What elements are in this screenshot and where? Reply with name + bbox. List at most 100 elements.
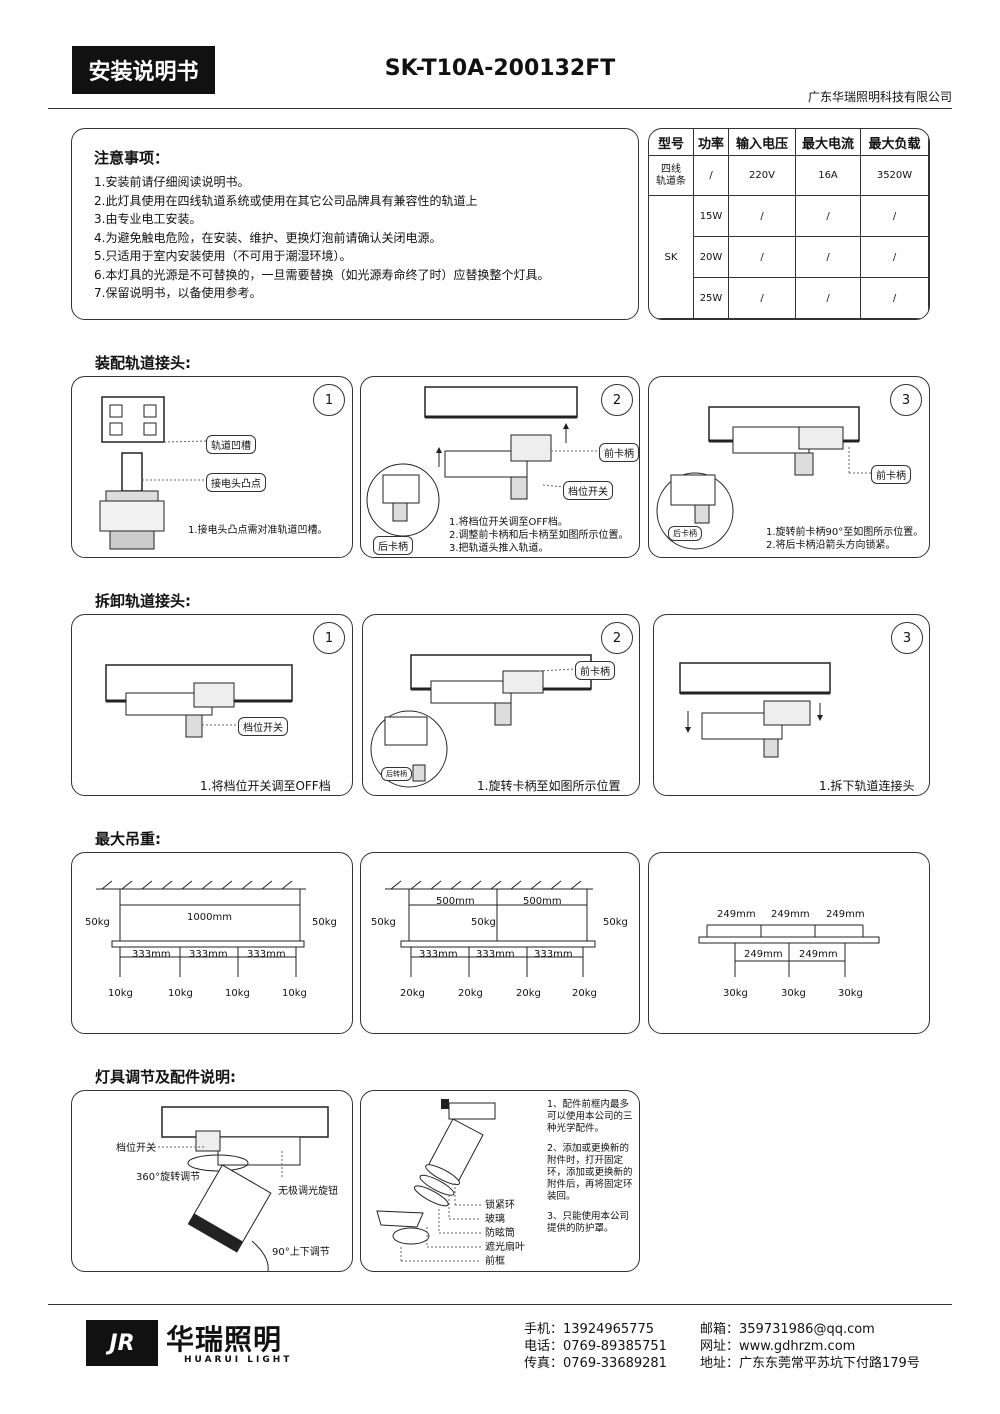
label-gear-switch: 档位开关 — [563, 481, 613, 500]
cell: / — [860, 236, 929, 278]
step-number: 2 — [601, 384, 633, 416]
removal-title: 拆卸轨道接头: — [95, 592, 191, 610]
load-diagram-1: 1000mm 50kg 50kg 333mm 333mm 333mm 10kg … — [71, 852, 353, 1034]
col-header: 功率 — [693, 129, 729, 156]
col-header: 最大负载 — [860, 129, 929, 156]
track-insertion-illustration — [366, 386, 599, 537]
removal-step-3: 3 1.拆下轨道连接头 — [653, 614, 930, 796]
step-number: 1 — [313, 622, 345, 654]
cell: / — [728, 236, 796, 278]
note-item: 5.只适用于室内安装使用（不可用于潮湿环境）。 — [94, 249, 352, 263]
street-address: 地址：广东东莞常平苏坑下付路179号 — [700, 1356, 920, 1371]
fax-number: 传真：0769-33689281 — [524, 1356, 667, 1371]
point-load-label: 30kg — [838, 988, 863, 999]
cell: / — [795, 195, 861, 237]
label-front-latch: 前卡柄 — [871, 465, 911, 484]
step-number: 1 — [313, 384, 345, 416]
spacing-label: 249mm — [826, 909, 865, 920]
cell: / — [860, 195, 929, 237]
part-label: 防眩筒 — [485, 1228, 515, 1239]
col-header: 型号 — [649, 129, 694, 156]
max-load-title: 最大吊重: — [95, 830, 161, 848]
spacing-label: 333mm — [419, 949, 458, 960]
latch-rotation-illustration — [656, 406, 871, 550]
cell: 20W — [693, 236, 729, 278]
load-diagram-drawing — [385, 880, 596, 977]
brand-logo-mark: JR — [86, 1320, 158, 1366]
load-diagram-drawing — [698, 924, 880, 977]
model-number: SK-T10A-200132FT — [384, 56, 616, 81]
connector-removal-illustration — [679, 662, 831, 758]
assembly-step-3: 3 前卡柄 后卡柄 1.旋转前卡柄90°至如图所示位置。 2.将后卡柄沿箭头方向… — [648, 376, 930, 558]
removal-step-2: 2 前卡柄 后转柄 1.旋转卡柄至如图所示位置 — [362, 614, 640, 796]
label-gear-switch: 档位开关 — [116, 1143, 156, 1154]
table-row: 四线 轨道条 / 220V 16A 3520W — [649, 155, 929, 196]
footer-divider — [48, 1304, 952, 1305]
part-label: 锁紧环 — [485, 1200, 515, 1211]
cell: SK — [649, 195, 694, 319]
point-load-label: 30kg — [781, 988, 806, 999]
span-label: 1000mm — [187, 912, 232, 923]
notes-title: 注意事项： — [94, 149, 170, 167]
label-front-latch: 前卡柄 — [575, 661, 615, 680]
company-name: 广东华瑞照明科技有限公司 — [807, 90, 952, 104]
spotlight-adjust-illustration — [154, 1106, 329, 1271]
cell: / — [693, 155, 729, 196]
cell: / — [860, 277, 929, 319]
note-item: 1.安装前请仔细阅读说明书。 — [94, 175, 250, 189]
notes-panel: 注意事项： 1.安装前请仔细阅读说明书。 2.此灯具使用在四线轨道系统或使用在其… — [71, 128, 639, 320]
label-contact-bump: 接电头凸点 — [206, 473, 266, 492]
point-load-label: 10kg — [282, 988, 307, 999]
step-number: 3 — [890, 384, 922, 416]
accessory-notes: 1、配件前框内最多可以使用本公司的三种光学配件。 2、添加或更换新的附件时，打开… — [547, 1099, 635, 1235]
step-caption: 1.旋转前卡柄90°至如图所示位置。 2.将后卡柄沿箭头方向锁紧。 — [766, 527, 924, 551]
span-label: 500mm — [523, 896, 562, 907]
website-url: 网址：www.gdhrzm.com — [700, 1339, 856, 1354]
cell: 16A — [795, 155, 861, 196]
spec-table: 型号 功率 输入电压 最大电流 最大负载 四线 轨道条 / 220V 16A 3… — [649, 129, 929, 319]
spacing-label: 249mm — [799, 949, 838, 960]
accessory-note: 3、只能使用本公司提供的防护罩。 — [547, 1211, 630, 1234]
accessories-panel: 锁紧环 玻璃 防眩筒 遮光扇叶 前框 1、配件前框内最多可以使用本公司的三种光学… — [360, 1090, 640, 1272]
manual-title: 安装说明书 — [72, 46, 215, 94]
table-row: 20W / / / — [649, 236, 929, 278]
cell: / — [795, 236, 861, 278]
assembly-step-1: 1 轨道凹槽 接电头凸点 1.接电头凸点需对准轨道凹槽。 — [71, 376, 353, 558]
cell: / — [728, 195, 796, 237]
label-dimmer-knob: 无极调光旋钮 — [278, 1186, 338, 1197]
assembly-title: 装配轨道接头: — [95, 354, 191, 372]
accessory-note: 2、添加或更换新的附件时，打开固定环，添加或更换新的附件后，再将固定环装回。 — [547, 1143, 633, 1202]
step-number: 2 — [601, 622, 633, 654]
point-load-label: 20kg — [572, 988, 597, 999]
spacing-label: 333mm — [534, 949, 573, 960]
cell: 25W — [693, 277, 729, 319]
cell: / — [795, 277, 861, 319]
mid-load-label: 50kg — [471, 917, 496, 928]
point-load-label: 20kg — [516, 988, 541, 999]
label-rear-latch: 后卡柄 — [668, 526, 702, 541]
track-connector-illustration — [99, 396, 208, 550]
step-caption: 1.拆下轨道连接头 — [819, 779, 915, 793]
step-caption: 1.将档位开关调至OFF档。 2.调整前卡柄和后卡柄至如图所示位置。 3.把轨道… — [449, 517, 629, 554]
brand-name-en: HUARUI LIGHT — [184, 1355, 293, 1365]
side-load-label: 50kg — [371, 917, 396, 928]
label-rear-latch: 后转柄 — [381, 767, 412, 781]
note-item: 6.本灯具的光源是不可替换的，一旦需要替换（如光源寿命终了时）应替换整个灯具。 — [94, 267, 550, 282]
table-row: SK 15W / / / — [649, 195, 929, 319]
span-label: 500mm — [436, 896, 475, 907]
note-item: 3.由专业电工安装。 — [94, 212, 202, 226]
label-track-groove: 轨道凹槽 — [206, 435, 256, 454]
point-load-label: 10kg — [225, 988, 250, 999]
label-rear-latch: 后卡柄 — [373, 536, 413, 555]
part-label: 遮光扇叶 — [485, 1242, 525, 1253]
notes-list: 1.安装前请仔细阅读说明书。 2.此灯具使用在四线轨道系统或使用在其它公司品牌具… — [94, 173, 549, 303]
note-item: 4.为避免触电危险，在安装、维护、更换灯泡前请确认关闭电源。 — [94, 230, 442, 245]
note-item: 7.保留说明书，以备使用参考。 — [94, 286, 262, 300]
step-caption: 1.将档位开关调至OFF档 — [200, 779, 331, 793]
cell: 四线 轨道条 — [649, 155, 694, 196]
col-header: 输入电压 — [728, 129, 796, 156]
spacing-label: 333mm — [476, 949, 515, 960]
spacing-label: 333mm — [247, 949, 286, 960]
cell: / — [728, 277, 796, 319]
spec-table-panel: 型号 功率 输入电压 最大电流 最大负载 四线 轨道条 / 220V 16A 3… — [648, 128, 930, 320]
